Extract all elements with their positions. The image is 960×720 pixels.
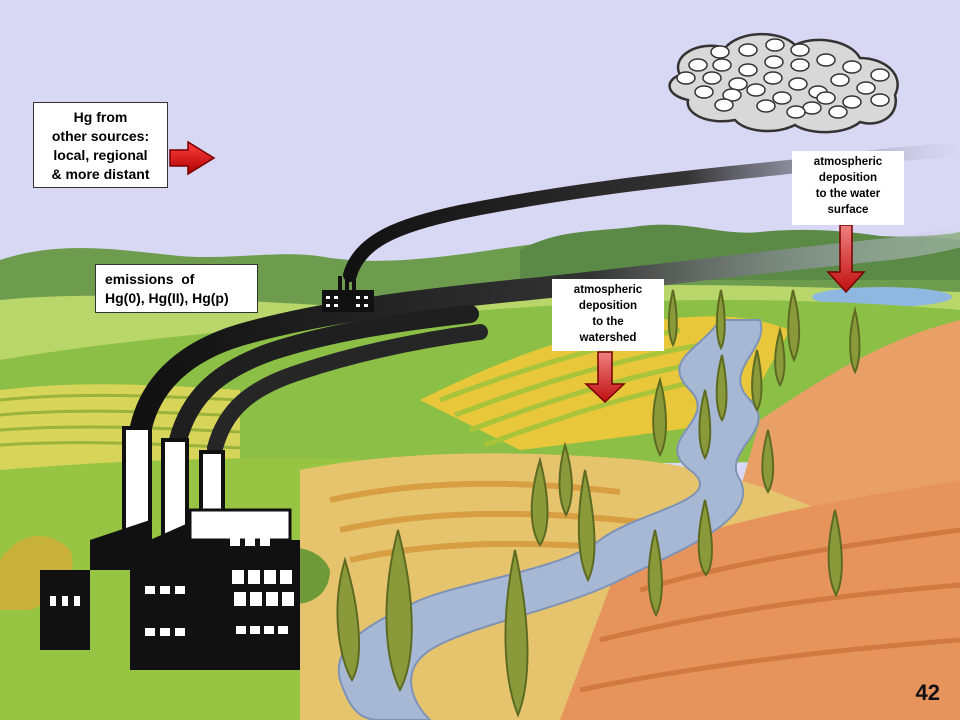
deposition-watershed-label: atmospheric deposition to the watershed [552, 279, 664, 351]
emissions-line-2: Hg(0), Hg(II), Hg(p) [105, 290, 229, 306]
deposition-water-line-4: surface [827, 204, 869, 216]
emissions-line-1: emissions of [105, 271, 195, 287]
deposition-watershed-line-1: atmospheric [573, 284, 643, 296]
deposition-watershed-line-2: deposition [578, 300, 638, 312]
arrow-down-watershed [584, 351, 626, 404]
small-factory [322, 272, 374, 312]
slide-number: 42 [915, 680, 940, 705]
deposition-water-label: atmospheric deposition to the water surf… [792, 151, 904, 225]
arrow-right [169, 140, 216, 176]
deposition-water-line-2: deposition [818, 172, 878, 184]
other-sources-line-2: other sources: [51, 128, 150, 144]
large-factory [40, 426, 300, 670]
orange-foreground [560, 480, 960, 720]
deposition-water-line-1: atmospheric [813, 156, 883, 168]
river [337, 319, 763, 720]
other-sources-line-4: & more distant [51, 166, 150, 182]
smoke-plumes [129, 225, 960, 456]
cloud [668, 32, 899, 134]
deposition-watershed-line-4: watershed [579, 332, 637, 344]
other-sources-line-1: Hg from [73, 109, 128, 125]
other-sources-label: Hg from other sources: local, regional &… [33, 102, 168, 188]
other-sources-line-3: local, regional [53, 147, 148, 163]
arrow-down-water [826, 224, 866, 294]
emissions-label: emissions of Hg(0), Hg(II), Hg(p) [95, 264, 258, 313]
deposition-watershed-line-3: to the [592, 316, 624, 328]
cypress-trees [336, 289, 861, 718]
deposition-water-line-3: to the water [815, 188, 881, 200]
